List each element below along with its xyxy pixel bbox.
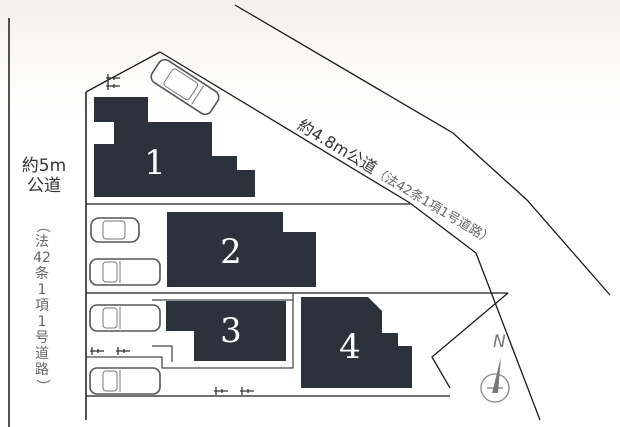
left-road-legal-char: 道	[35, 346, 49, 362]
car-icon	[89, 304, 161, 332]
car-icon	[90, 217, 140, 243]
lot3-outline-bottom	[86, 300, 294, 369]
lot-number-4: 4	[339, 327, 361, 367]
building-lot-1	[94, 97, 255, 197]
left-road-legal-char: 1	[37, 282, 47, 298]
lot3-corner-mark	[152, 345, 173, 362]
car-icon	[89, 367, 161, 395]
building-lot-3	[166, 301, 286, 361]
building-lot-2	[167, 212, 316, 287]
lot-number-3: 3	[220, 311, 242, 351]
building-lot-4	[301, 297, 412, 388]
left-road-width: 約5m	[21, 156, 67, 176]
left-road-legal-char: ）	[34, 379, 50, 393]
compass-north-label: N	[493, 332, 506, 352]
lot4-east-boundary	[431, 292, 509, 389]
left-road-legal: （ 法 42 条 1 項 1 号 道 路 ）	[30, 218, 54, 394]
top-road-outer-edge	[234, 4, 611, 296]
top-road-inner-edge	[159, 51, 541, 421]
north-arrow-icon	[480, 357, 510, 403]
bicycle-icon	[90, 74, 254, 395]
lot-number-2: 2	[220, 232, 242, 272]
left-road-label: 約5m 公道	[14, 156, 74, 196]
left-road-legal-char: 法	[35, 234, 49, 250]
car-icon	[89, 258, 161, 286]
left-road-legal-char: （	[34, 219, 50, 233]
car-icon	[150, 58, 220, 116]
left-road-legal-char: 1	[37, 314, 47, 330]
left-road-type: 公道	[27, 176, 61, 196]
left-road-legal-char: 項	[35, 298, 49, 314]
lot1-top-boundary	[85, 51, 161, 93]
left-road-legal-char: 路	[35, 362, 49, 378]
left-road-legal-char: 号	[35, 330, 49, 346]
left-road-legal-char: 条	[35, 266, 49, 282]
lot-number-1: 1	[144, 143, 166, 183]
left-road-legal-char: 42	[33, 250, 51, 266]
